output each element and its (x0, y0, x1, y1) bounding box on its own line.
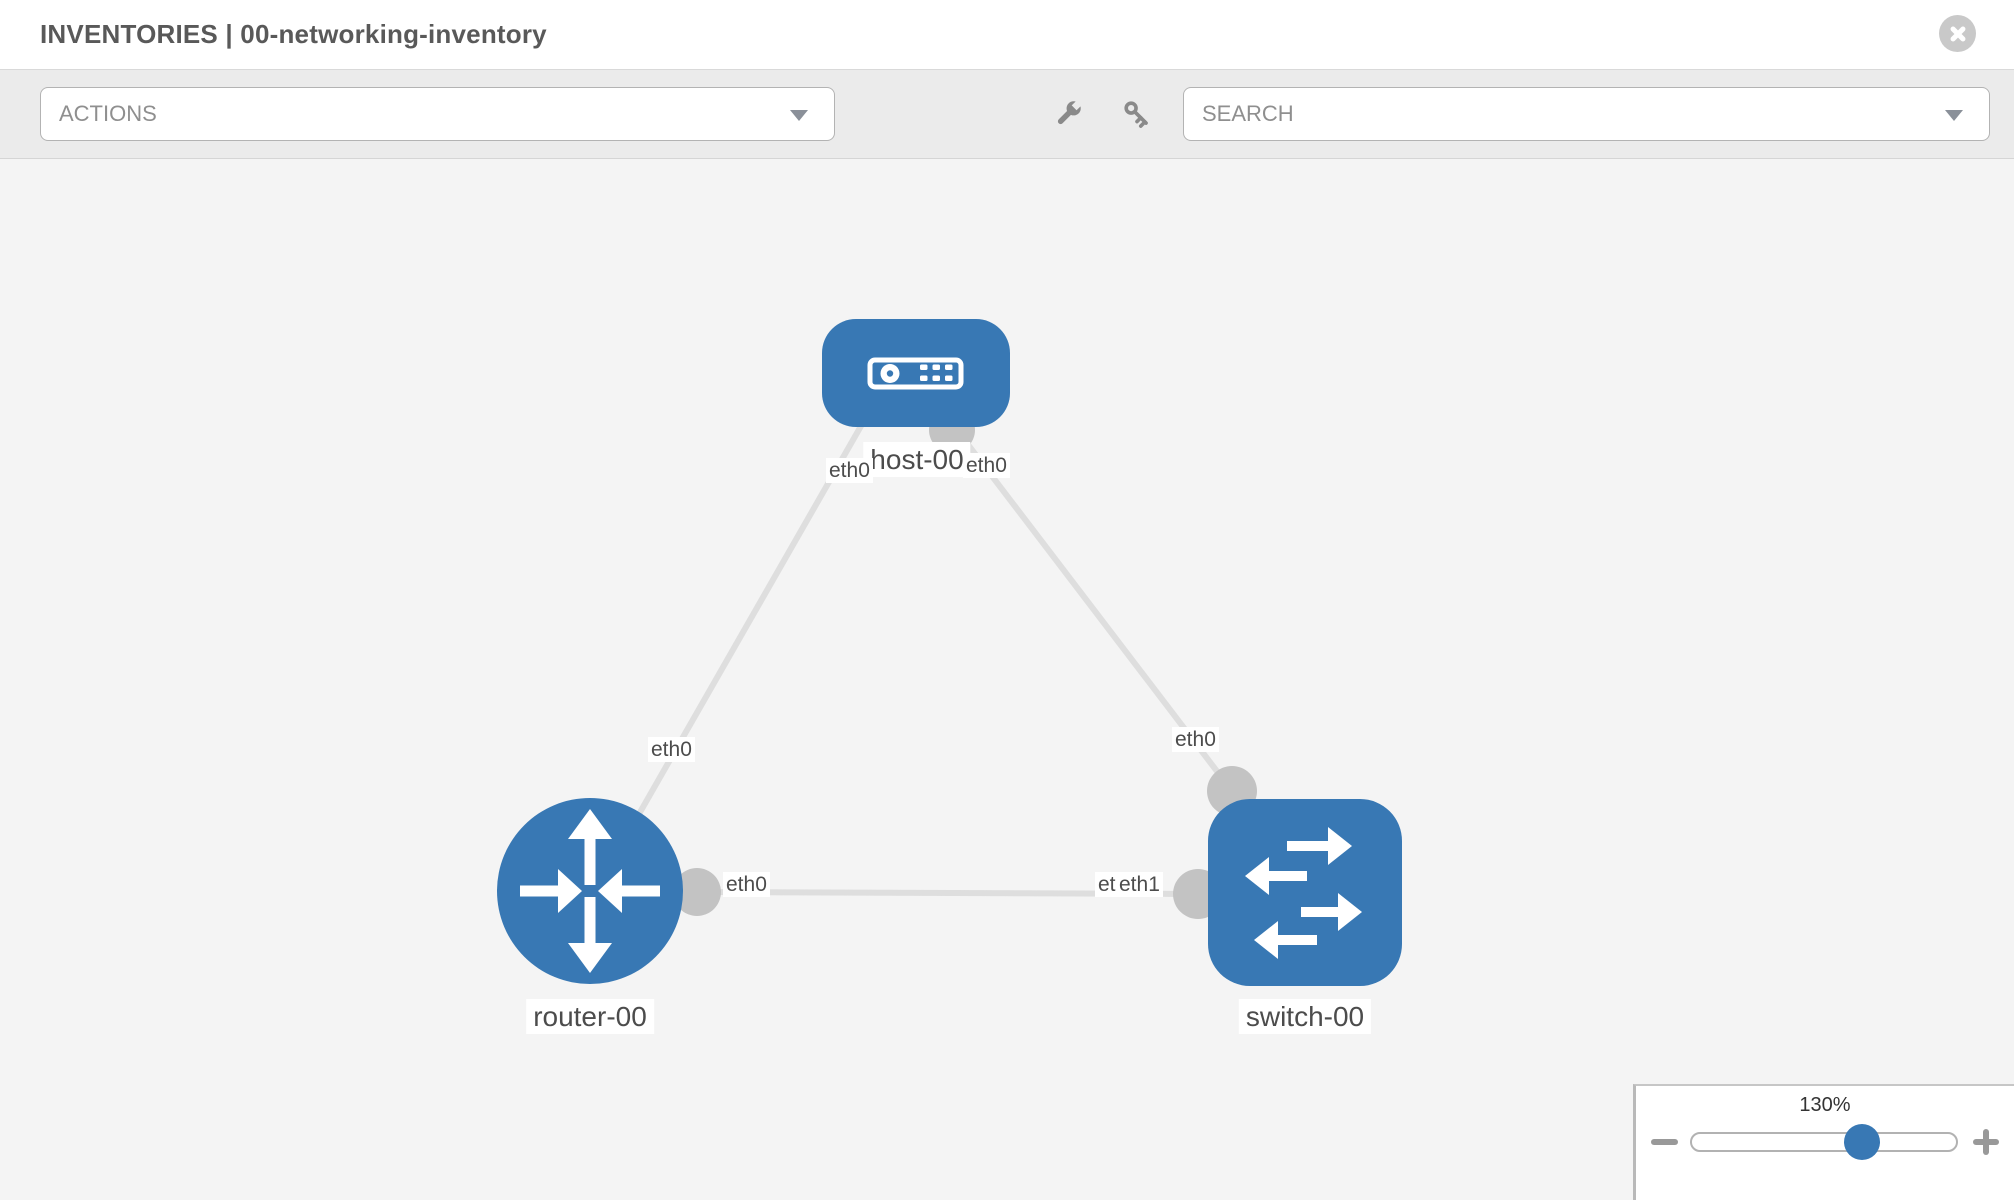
header-bar: INVENTORIES | 00-networking-inventory (0, 0, 2014, 70)
connector-router-eth0[interactable] (673, 868, 721, 916)
zoom-in-plus-icon[interactable] (1983, 1129, 1989, 1155)
router-icon (520, 809, 660, 973)
zoom-out-minus-icon[interactable] (1651, 1139, 1678, 1145)
toolbar: ACTIONS SEARCH (0, 70, 2014, 159)
node-label-router-00: router-00 (526, 999, 654, 1034)
topology-canvas[interactable]: host-00 router-00 switch-00 eth0 eth0 et… (0, 159, 2014, 1200)
node-label-switch-00: switch-00 (1238, 999, 1372, 1034)
close-icon[interactable] (1939, 15, 1976, 52)
search-dropdown-label: SEARCH (1202, 101, 1294, 126)
chevron-down-icon (790, 110, 808, 121)
zoom-level-value: 130% (1799, 1094, 1851, 1116)
iface-label-host-eth0-right: eth0 (963, 453, 1010, 478)
node-host-00[interactable] (822, 319, 1010, 427)
iface-label-router-link-eth0: eth0 (648, 737, 695, 762)
key-icon[interactable] (1121, 98, 1153, 130)
switch-icon (1245, 827, 1362, 959)
wrench-icon[interactable] (1052, 98, 1084, 130)
actions-dropdown[interactable]: ACTIONS (40, 87, 835, 141)
iface-label-host-eth0-left: eth0 (826, 458, 873, 483)
zoom-slider-handle[interactable] (1844, 1124, 1880, 1160)
host-icon (867, 357, 964, 390)
search-dropdown[interactable]: SEARCH (1183, 87, 1990, 141)
node-switch-00[interactable] (1208, 799, 1402, 986)
zoom-slider-track[interactable] (1690, 1132, 1958, 1152)
node-router-00[interactable] (497, 798, 683, 984)
page-title: INVENTORIES | 00-networking-inventory (40, 19, 547, 49)
zoom-panel: 130% (1633, 1084, 2014, 1200)
iface-label-switch-eth1-over: eth1 (1116, 872, 1163, 897)
node-label-host-00: host-00 (863, 442, 971, 477)
actions-dropdown-label: ACTIONS (59, 101, 157, 126)
chevron-down-icon (1945, 110, 1963, 121)
iface-label-router-eth0-mid: eth0 (723, 872, 770, 897)
iface-label-switch-link-eth0: eth0 (1172, 727, 1219, 752)
